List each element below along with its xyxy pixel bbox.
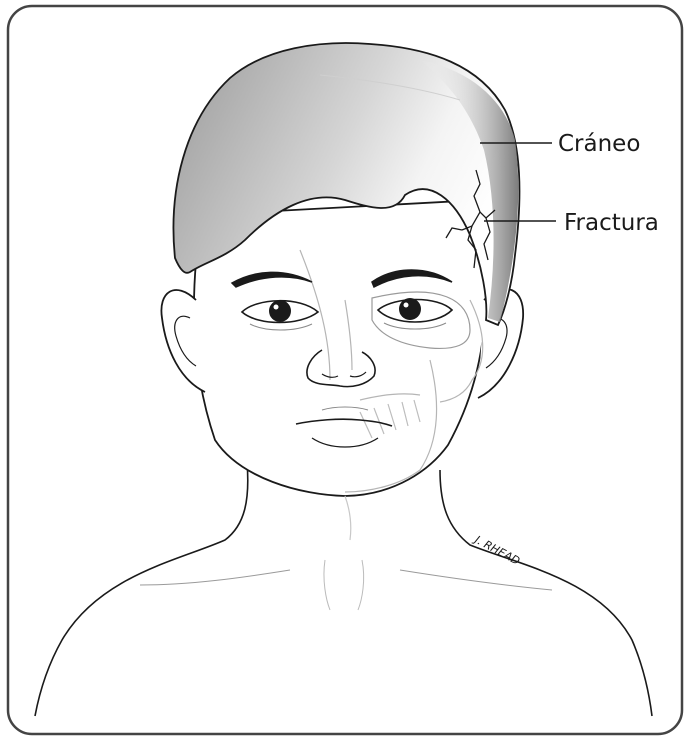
skull-label: Cráneo: [558, 131, 640, 157]
fracture-label: Fractura: [564, 210, 659, 236]
